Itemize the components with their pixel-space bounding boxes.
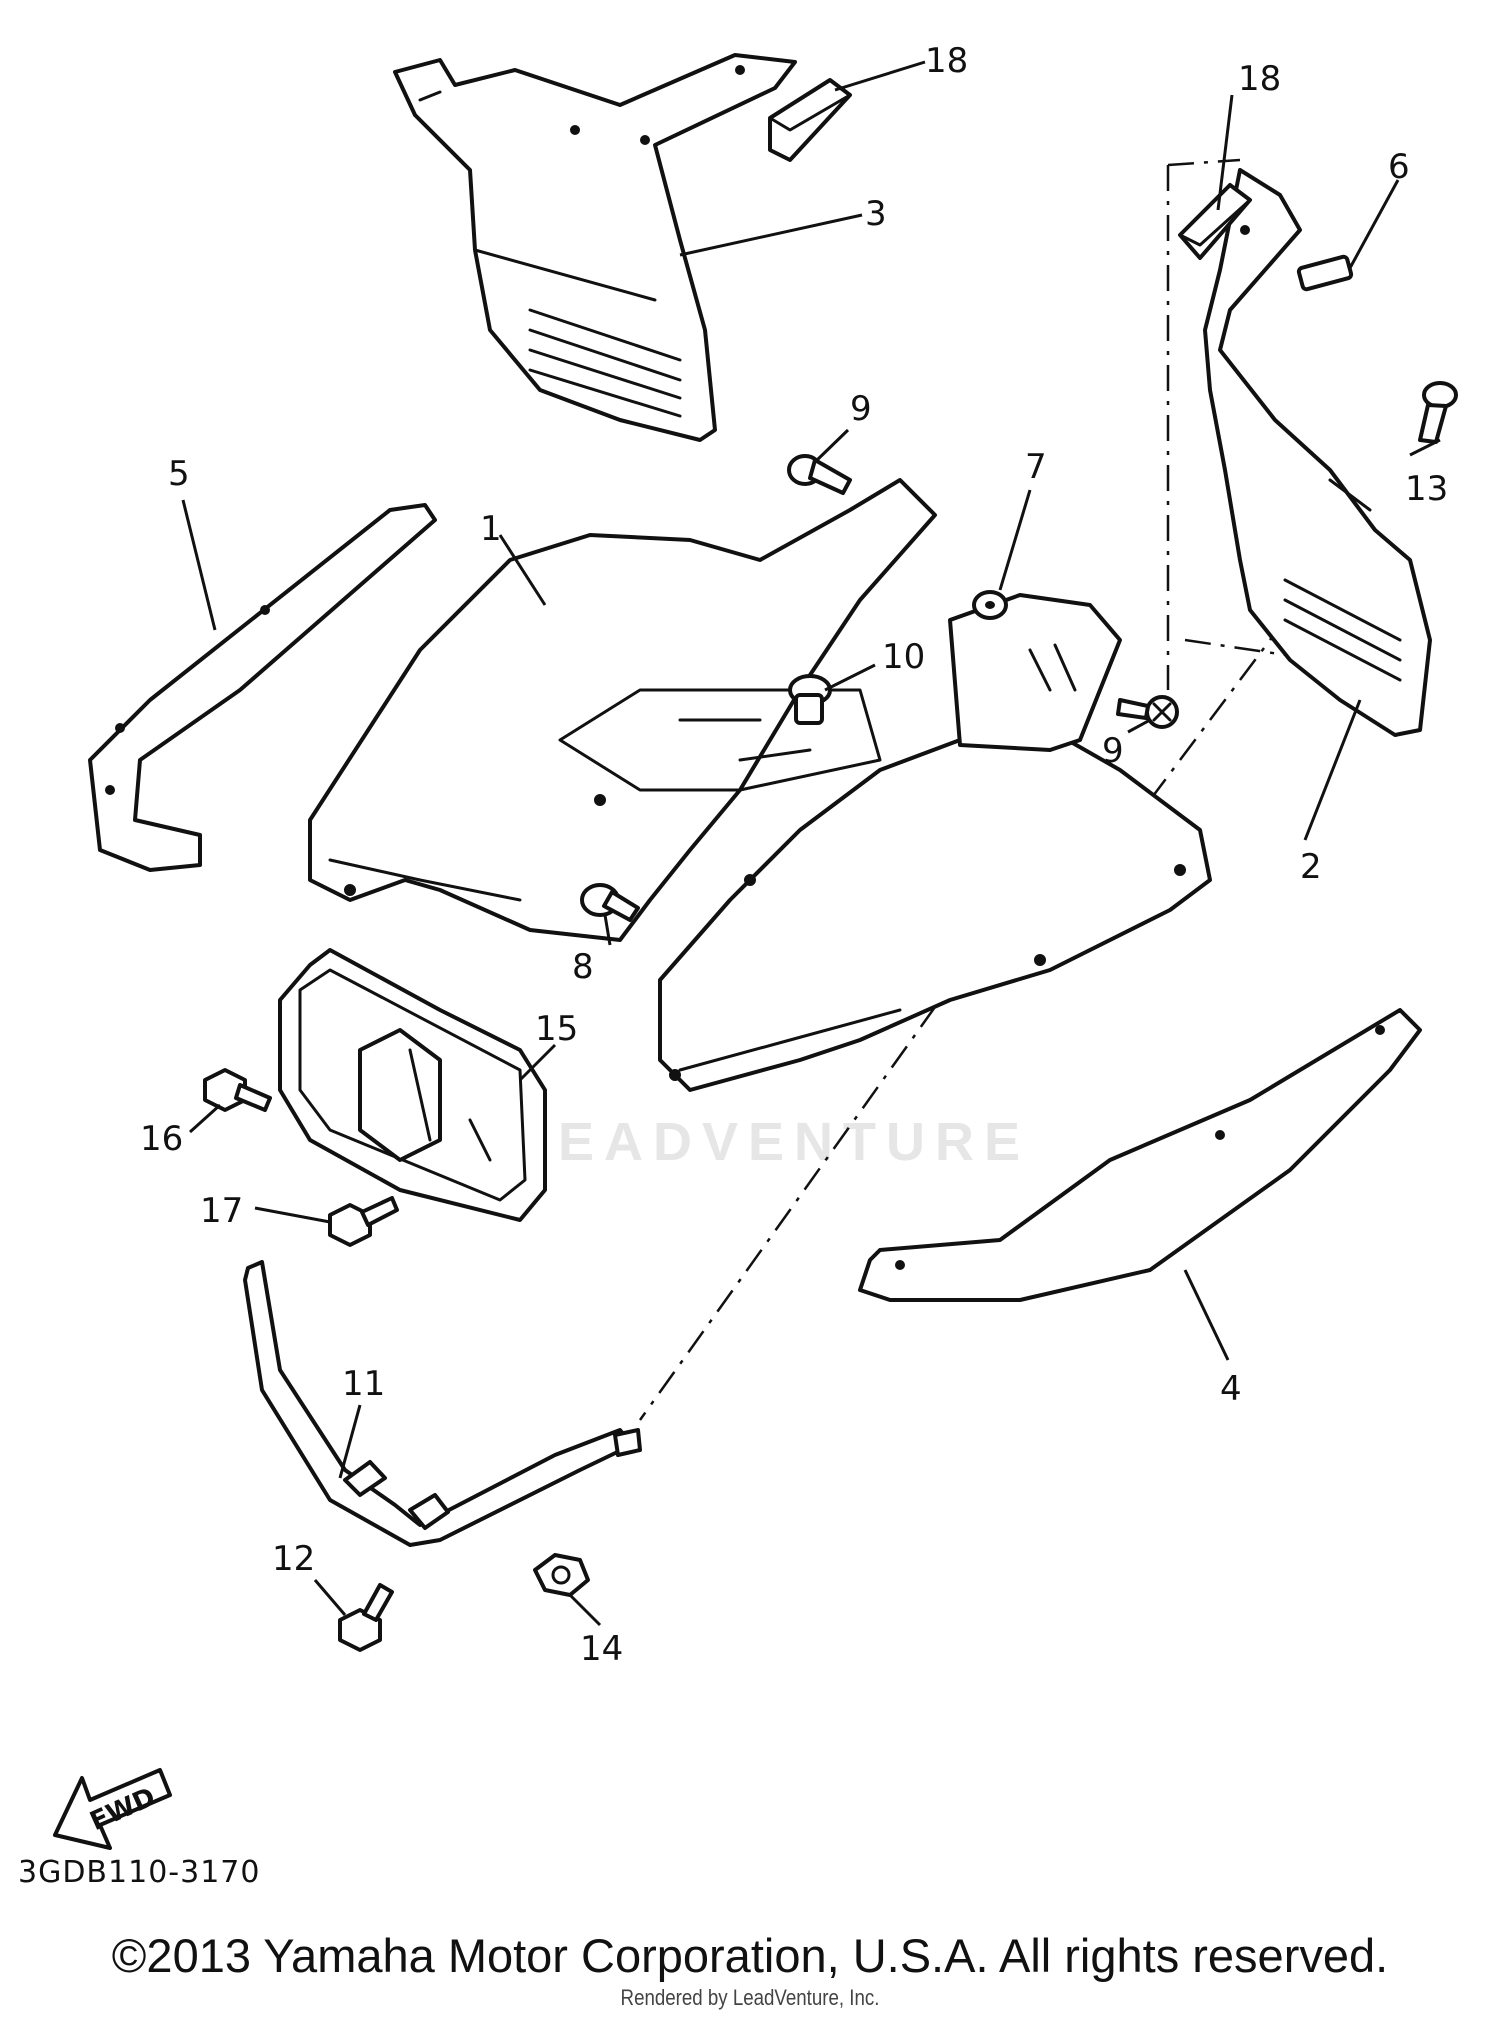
callout-4: 4 <box>1220 1369 1242 1409</box>
callout-11: 11 <box>342 1364 385 1404</box>
leader-line <box>181 499 217 631</box>
callout-6: 6 <box>1388 147 1410 187</box>
leader-line <box>313 1579 347 1616</box>
callout-18: 18 <box>1238 59 1281 99</box>
callout-7: 7 <box>1025 447 1047 487</box>
alignment-line <box>1167 158 1241 167</box>
watermark-text: LEADVENTURE <box>515 1112 1030 1172</box>
part-17-bolt <box>328 1196 399 1247</box>
leader-line <box>1303 699 1362 841</box>
callout-10: 10 <box>882 637 925 677</box>
leader-line <box>1216 94 1234 211</box>
callout-15: 15 <box>535 1009 578 1049</box>
callout-8: 8 <box>572 947 594 987</box>
leader-line <box>518 1043 557 1082</box>
part-7-washer <box>972 590 1008 620</box>
part-5-left-fender-guard <box>88 503 437 872</box>
callout-17: 17 <box>200 1191 243 1231</box>
part-11-fender-stay <box>243 1260 642 1547</box>
callout-13: 13 <box>1405 469 1448 509</box>
part-18-pad-right <box>1178 183 1252 260</box>
forward-arrow-icon: FWD <box>53 1768 172 1850</box>
part-8-bolt <box>580 883 640 922</box>
callout-5: 5 <box>168 454 190 494</box>
leader-line <box>834 60 926 92</box>
callout-9: 9 <box>1102 731 1124 771</box>
leader-line <box>254 1206 331 1224</box>
part-10-grommet <box>788 674 832 725</box>
leader-line <box>603 914 612 946</box>
part-18-pad-left <box>768 78 852 162</box>
leader-line <box>188 1103 222 1134</box>
leader-line <box>813 428 850 464</box>
part-13-screw <box>1418 381 1458 444</box>
leader-line <box>1348 179 1400 269</box>
alignment-line <box>638 964 967 1421</box>
callout-18: 18 <box>925 41 968 81</box>
leader-line <box>824 663 876 692</box>
callout-1: 1 <box>480 509 502 549</box>
part-2-right-side-panel <box>1203 168 1432 737</box>
leader-line <box>1127 718 1151 734</box>
leader-line <box>338 1404 362 1479</box>
leader-line <box>568 1593 602 1627</box>
leader-line <box>679 213 863 257</box>
callout-2: 2 <box>1300 847 1322 887</box>
leader-line <box>998 489 1032 591</box>
leader-line <box>1183 1269 1230 1361</box>
part-15-light-bracket <box>278 948 547 1222</box>
part-9-screw-upper <box>787 454 852 495</box>
callout-12: 12 <box>272 1539 315 1579</box>
callout-14: 14 <box>580 1629 623 1669</box>
part-6-bolt <box>1296 254 1354 292</box>
callout-9: 9 <box>850 389 872 429</box>
part-9-screw-lower <box>1116 695 1179 729</box>
callout-16: 16 <box>140 1119 183 1159</box>
rendered-by-credit: Rendered by LeadVenture, Inc. <box>620 1985 880 2010</box>
part-14-nut <box>533 1553 590 1597</box>
part-1-front-fender <box>308 478 1212 1092</box>
part-16-bolt <box>203 1068 272 1112</box>
part-12-bolt <box>338 1583 394 1652</box>
leader-line <box>498 534 547 606</box>
copyright-notice: ©2013 Yamaha Motor Corporation, U.S.A. A… <box>111 1929 1389 1982</box>
callout-3: 3 <box>865 194 887 234</box>
part-4-right-fender-guard <box>858 1008 1422 1302</box>
part-3-left-side-panel <box>393 53 797 442</box>
leader-line <box>1409 438 1441 457</box>
part-code: 3GDB110-3170 <box>18 1855 261 1890</box>
